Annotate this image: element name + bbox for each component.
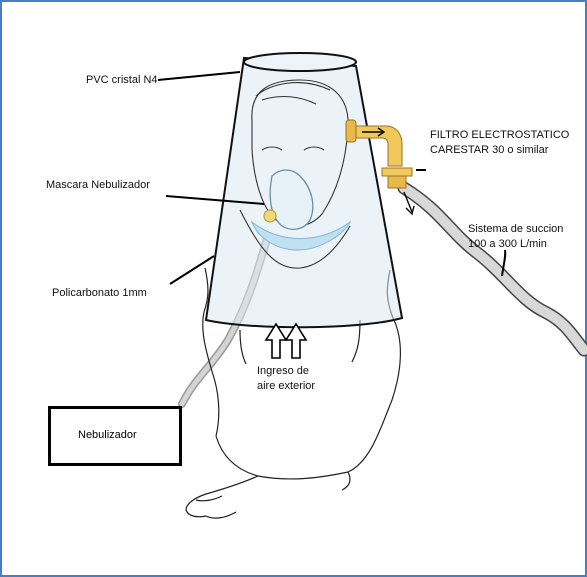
nebulizer-box: Nebulizador: [48, 406, 182, 466]
label-suction-line-1: Sistema de succion: [468, 222, 563, 237]
label-filter: FILTRO ELECTROSTATICO CARESTAR 30 o simi…: [430, 128, 569, 158]
air-intake-arrows: [266, 324, 306, 358]
label-suction-system: Sistema de succion 100 a 300 L/min: [468, 222, 563, 252]
label-nebulizer: Nebulizador: [78, 429, 137, 441]
label-air-intake-line-2: aire exterior: [257, 379, 315, 394]
label-pvc-cristal: PVC cristal N4: [86, 73, 158, 88]
label-mask-nebulizer: Mascara Nebulizador: [46, 178, 150, 193]
label-filter-line-2: CARESTAR 30 o similar: [430, 143, 569, 158]
label-suction-line-2: 100 a 300 L/min: [468, 237, 563, 252]
label-air-intake: Ingreso de aire exterior: [257, 364, 315, 394]
label-polycarbonate: Policarbonato 1mm: [52, 286, 147, 301]
label-air-intake-line-1: Ingreso de: [257, 364, 315, 379]
hood-top-cap: [244, 53, 356, 71]
mask-port: [264, 210, 276, 222]
label-filter-line-1: FILTRO ELECTROSTATICO: [430, 128, 569, 143]
